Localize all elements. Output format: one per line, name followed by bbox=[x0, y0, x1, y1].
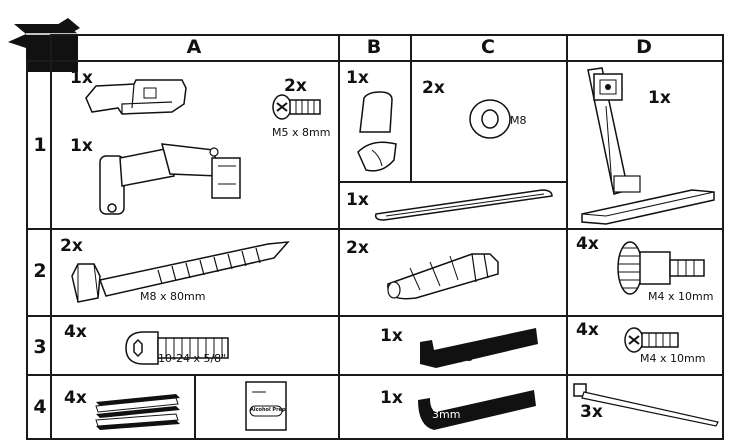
support-bar-part-icon bbox=[374, 189, 553, 221]
machine-screw-part-icon bbox=[272, 94, 321, 120]
quantity-label: 4x bbox=[64, 322, 87, 342]
wipe-label: Alcohol Prep bbox=[250, 407, 286, 413]
part-size-label: 1/8" bbox=[452, 350, 480, 364]
row-header-1: 1 bbox=[33, 134, 47, 156]
row-header-2: 2 bbox=[33, 260, 47, 282]
quantity-label: 2x bbox=[284, 76, 307, 96]
grid-line bbox=[26, 438, 724, 440]
grid-line bbox=[26, 315, 724, 317]
quantity-label: 1x bbox=[346, 68, 369, 88]
machine-screw-part-icon bbox=[624, 327, 679, 353]
grid-line bbox=[338, 181, 567, 183]
adhesive-tape-part-icon bbox=[95, 394, 180, 430]
thumb-screw-part-icon bbox=[617, 241, 705, 295]
quantity-label: 4x bbox=[576, 234, 599, 254]
grid-line bbox=[566, 34, 568, 440]
column-header-d: D bbox=[636, 36, 652, 58]
part-size-label: M4 x 10mm bbox=[648, 290, 714, 303]
wall-bracket-part-icon bbox=[85, 79, 187, 115]
column-header-c: C bbox=[481, 36, 495, 58]
grid-line bbox=[722, 34, 724, 440]
grid-line bbox=[26, 60, 724, 62]
quantity-label: 1x bbox=[70, 68, 93, 88]
quantity-label: 1x bbox=[346, 190, 369, 210]
end-cap-part-icon bbox=[357, 91, 397, 172]
row-header-3: 3 bbox=[33, 336, 47, 358]
part-size-label: 3mm bbox=[432, 408, 461, 421]
grid-line bbox=[50, 34, 724, 36]
quantity-label: 1x bbox=[70, 136, 93, 156]
grid-line bbox=[26, 228, 724, 230]
quantity-label: 4x bbox=[576, 320, 599, 340]
part-size-label: 10-24 x 5/8" bbox=[158, 352, 227, 365]
grid-line bbox=[50, 34, 52, 440]
hex-key-part-icon bbox=[418, 390, 536, 430]
quantity-label: 1x bbox=[648, 88, 671, 108]
cable-tie-part-icon bbox=[573, 383, 719, 427]
lag-bolt-part-icon bbox=[71, 241, 290, 303]
hex-size-icon bbox=[439, 350, 451, 364]
part-size-label: M8 bbox=[510, 114, 527, 127]
extension-arm-part-icon bbox=[99, 143, 241, 215]
part-size-label: M4 x 10mm bbox=[640, 352, 706, 365]
alcohol-prep-wipe-part-icon bbox=[245, 381, 287, 431]
monitor-stand-part-icon bbox=[581, 67, 715, 225]
package-box-icon bbox=[8, 18, 80, 72]
grid-line bbox=[26, 60, 28, 440]
button-head-screw-part-icon bbox=[125, 331, 229, 365]
quantity-label: 1x bbox=[380, 388, 403, 408]
grid-line bbox=[410, 34, 412, 183]
row-header-4: 4 bbox=[33, 396, 47, 418]
quantity-label: 1x bbox=[380, 326, 403, 346]
grid-line bbox=[26, 374, 724, 376]
part-size-label: M5 x 8mm bbox=[272, 126, 331, 139]
wall-anchor-part-icon bbox=[387, 253, 499, 300]
part-size-label: M8 x 80mm bbox=[140, 290, 206, 303]
grid-line bbox=[338, 34, 340, 440]
grid-line bbox=[194, 374, 196, 440]
washer-part-icon bbox=[469, 99, 511, 139]
quantity-label: 2x bbox=[60, 236, 83, 256]
column-header-a: A bbox=[186, 36, 202, 58]
hex-key-part-icon bbox=[420, 328, 538, 368]
column-header-b: B bbox=[366, 36, 382, 58]
quantity-label: 2x bbox=[346, 238, 369, 258]
quantity-label: 3x bbox=[580, 402, 603, 422]
quantity-label: 2x bbox=[422, 78, 445, 98]
quantity-label: 4x bbox=[64, 388, 87, 408]
